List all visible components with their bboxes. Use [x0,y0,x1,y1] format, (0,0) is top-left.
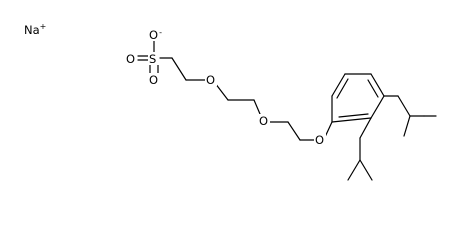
atom-labels: Na+ O- O S O O O O [24,22,326,147]
isobutyl2-bond-3 [347,159,361,181]
atom-o-bottom: O [149,73,158,87]
atom-ether-o1: O [206,73,215,87]
atom-ether-o2: O [259,114,268,128]
atom-sulfur: S [149,52,156,66]
ring-double-1 [336,78,349,99]
atom-ether-o3: O [315,133,324,147]
bond-c4-o2 [253,99,261,115]
ring-double-2 [367,79,379,98]
ring-bond-4 [370,73,385,97]
bond-o1-c3 [214,82,229,101]
bond-c1-c2 [171,57,187,81]
isobutyl2-bond-4 [359,159,373,181]
bonds [137,39,437,181]
atom-o-minus: O- [149,28,162,42]
isobutyl1-bond-5 [403,115,411,137]
counterion-label: Na+ [24,22,46,37]
isobutyl2-bond-1 [359,117,372,139]
atom-o-left: O [126,52,135,66]
ring-bond-6 [331,117,372,123]
molecule-drawing: Na+ O- O S O O O O [24,22,437,181]
structure-diagram: Na+ O- O S O O O O [24,22,437,181]
ring-bond-2 [331,73,346,97]
ring-bond-5 [370,95,385,119]
bond-c5-c6 [287,121,301,141]
bond-o3-ring [324,121,333,138]
isobutyl1-bond-2 [397,95,411,117]
ring-double-3 [338,113,369,118]
